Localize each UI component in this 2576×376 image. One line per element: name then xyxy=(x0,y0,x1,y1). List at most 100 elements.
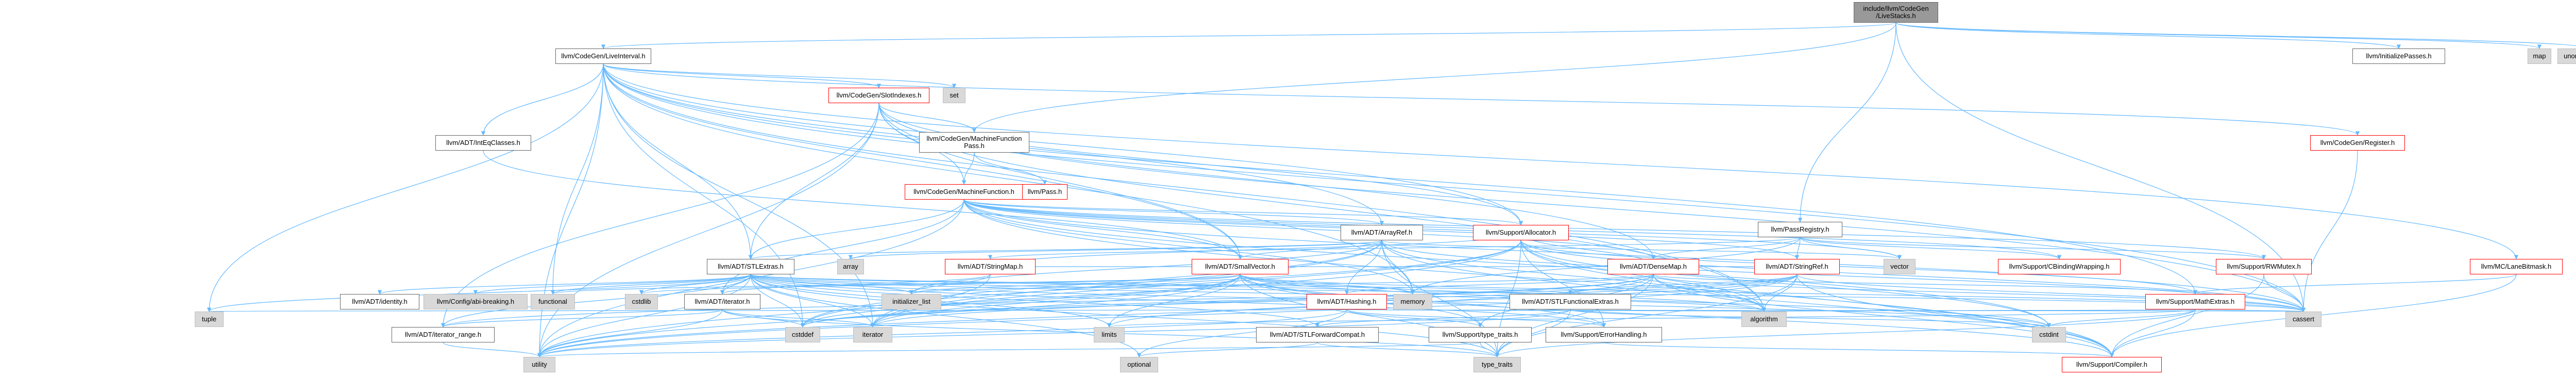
edge-arrayref-to-stlextras xyxy=(749,240,1382,259)
edge-machinefunction-to-allocator xyxy=(963,199,1523,225)
node-cstdlib[interactable]: cstdlib xyxy=(625,294,658,309)
edge-passregistry-to-vector xyxy=(1800,237,1902,259)
node-set[interactable]: set xyxy=(943,88,965,103)
edge-smallvector-to-utility xyxy=(537,274,1241,357)
node-root-livestacks[interactable]: include/llvm/CodeGen /LiveStacks.h xyxy=(1854,2,1938,23)
edge-root-to-map xyxy=(1895,22,2541,49)
node-memory[interactable]: memory xyxy=(1393,294,1432,309)
edge-rwmutex-to-cassert xyxy=(2263,274,2306,312)
node-vector[interactable]: vector xyxy=(1884,259,1916,274)
node-densemap[interactable]: llvm/ADT/DenseMap.h xyxy=(1607,259,1699,274)
edge-mathextras-to-type_traits xyxy=(1495,309,2196,357)
edge-stlextras-to-stlforwardcompat xyxy=(750,274,1320,328)
edge-passregistry-to-memory xyxy=(1410,237,1801,295)
edge-stringref-to-iterator_range xyxy=(441,274,1798,328)
edge-intequivclasses-to-smallvector xyxy=(483,150,1243,259)
edge-stlfunctionalextras-to-stlforwardcompat xyxy=(1315,309,1571,328)
edge-hashing-to-errorhandling xyxy=(1346,309,1606,328)
node-limits[interactable]: limits xyxy=(1094,327,1125,342)
node-support-type-traits[interactable]: llvm/Support/type_traits.h xyxy=(1429,327,1532,342)
node-unordered-map[interactable]: unordered_map xyxy=(2557,48,2576,64)
edge-liveinterval-to-cassert xyxy=(603,63,2306,312)
edge-arrayref-to-smallvector xyxy=(1238,240,1382,259)
edge-machinefunction-to-arrayref xyxy=(963,199,1384,225)
node-register[interactable]: llvm/CodeGen/Register.h xyxy=(2310,135,2405,151)
node-smallvector[interactable]: llvm/ADT/SmallVector.h xyxy=(1192,259,1289,274)
node-stringmap[interactable]: llvm/ADT/StringMap.h xyxy=(945,259,1036,274)
edge-typetraits_support-to-type_traits xyxy=(1480,342,1500,357)
node-algorithm[interactable]: algorithm xyxy=(1741,312,1787,327)
edge-iterator_range-to-utility xyxy=(443,342,542,357)
node-abi-breaking[interactable]: llvm/Config/abi-breaking.h xyxy=(423,294,528,309)
edge-passregistry-to-cbinding xyxy=(1800,237,2062,259)
node-arrayref[interactable]: llvm/ADT/ArrayRef.h xyxy=(1341,225,1423,240)
edge-hashing-to-algorithm xyxy=(1346,307,1765,312)
node-stlfunctionalextras[interactable]: llvm/ADT/STLFunctionalExtras.h xyxy=(1510,294,1631,309)
edge-arrayref-to-algorithm xyxy=(1381,240,1767,312)
node-map[interactable]: map xyxy=(2528,48,2551,64)
node-stlextras[interactable]: llvm/ADT/STLExtras.h xyxy=(707,259,794,274)
edge-slotindexes-to-stlextras xyxy=(748,103,879,259)
edge-root-to-unordered_map xyxy=(1895,22,2576,46)
edge-allocator-to-cassert xyxy=(1520,240,2306,312)
node-rwmutex[interactable]: llvm/Support/RWMutex.h xyxy=(2216,259,2312,274)
edge-arrayref-to-cassert xyxy=(1381,240,2306,312)
node-functional[interactable]: functional xyxy=(531,294,575,309)
node-errorhandling[interactable]: llvm/Support/ErrorHandling.h xyxy=(1546,327,1662,342)
node-pass[interactable]: llvm/Pass.h xyxy=(1022,184,1067,200)
node-machinefunctionpass[interactable]: llvm/CodeGen/MachineFunction Pass.h xyxy=(919,132,1029,153)
node-hashing[interactable]: llvm/ADT/Hashing.h xyxy=(1307,294,1387,309)
node-support-compiler[interactable]: llvm/Support/Compiler.h xyxy=(2062,357,2162,372)
node-cstddef[interactable]: cstddef xyxy=(785,327,820,342)
edge-stringmap-to-iterator_h xyxy=(720,274,991,295)
edge-smallvector-to-functional xyxy=(551,274,1241,295)
edge-stlextras-to-type_traits xyxy=(750,274,1500,357)
node-mathextras[interactable]: llvm/Support/MathExtras.h xyxy=(2145,294,2245,309)
node-liveinterval[interactable]: llvm/CodeGen/LiveInterval.h xyxy=(555,48,651,64)
node-slotindexes[interactable]: llvm/CodeGen/SlotIndexes.h xyxy=(828,88,929,103)
node-cassert[interactable]: cassert xyxy=(2285,312,2321,327)
edge-stlextras-to-iterator_range xyxy=(440,274,751,328)
node-cstdint[interactable]: cstdint xyxy=(2032,327,2066,342)
edge-densemap-to-initializer_list xyxy=(909,274,1654,295)
edge-stlextras-to-algorithm xyxy=(750,274,1766,312)
node-array[interactable]: array xyxy=(837,259,864,274)
edge-smallvector-to-memory xyxy=(1240,274,1415,295)
node-adt-identity[interactable]: llvm/ADT/identity.h xyxy=(340,294,419,309)
node-lanebitmask[interactable]: llvm/MC/LaneBitmask.h xyxy=(2470,259,2563,274)
node-iterator-range[interactable]: llvm/ADT/iterator_range.h xyxy=(392,327,495,342)
edge-stlextras-to-utility xyxy=(537,274,751,357)
edge-register-to-cassert xyxy=(2301,150,2358,312)
edge-allocator-to-mathextras xyxy=(1520,240,2198,295)
node-adt-iterator[interactable]: llvm/ADT/iterator.h xyxy=(684,294,760,309)
node-iterator[interactable]: iterator xyxy=(853,327,892,342)
edge-smallvector-to-cstddef xyxy=(800,274,1241,328)
node-inteqclasses[interactable]: llvm/ADT/IntEqClasses.h xyxy=(435,135,531,151)
edge-liveinterval-to-cstddef xyxy=(603,63,805,328)
edge-slotindexes-to-iterator_range xyxy=(440,103,879,328)
edge-smallvector-to-algorithm xyxy=(1240,274,1766,312)
edge-smallvector-to-limits xyxy=(1107,274,1241,328)
edge-stlfunctionalextras-to-utility xyxy=(537,309,1571,357)
node-type-traits[interactable]: type_traits xyxy=(1473,357,1521,372)
node-stlforwardcompat[interactable]: llvm/ADT/STLForwardCompat.h xyxy=(1256,327,1379,342)
edge-stlextras-to-initializer_list xyxy=(750,274,914,295)
edge-smallvector-to-initializer_list xyxy=(909,274,1241,295)
node-machinefunction[interactable]: llvm/CodeGen/MachineFunction.h xyxy=(905,184,1023,200)
edge-machinefunction-to-iterator_h xyxy=(720,199,964,295)
edge-densemap-to-hashing xyxy=(1345,274,1654,295)
node-initializepasses[interactable]: llvm/InitializePasses.h xyxy=(2352,48,2445,64)
edge-stlforwardcompat-to-optional xyxy=(1137,342,1318,357)
node-optional[interactable]: optional xyxy=(1120,357,1158,372)
node-passregistry[interactable]: llvm/PassRegistry.h xyxy=(1758,222,1842,237)
node-cbindingwrapping[interactable]: llvm/Support/CBindingWrapping.h xyxy=(1998,259,2121,274)
edge-smallvector-to-iterator xyxy=(870,274,1241,328)
node-stringref[interactable]: llvm/ADT/StringRef.h xyxy=(1754,259,1840,274)
node-initializer-list[interactable]: initializer_list xyxy=(882,294,941,309)
edge-passregistry-to-stringref xyxy=(1794,237,1801,259)
edge-rwmutex-to-compiler xyxy=(2109,274,2264,357)
node-allocator[interactable]: llvm/Support/Allocator.h xyxy=(1473,225,1569,240)
node-utility[interactable]: utility xyxy=(523,357,555,372)
edge-stlextras-to-tuple xyxy=(207,274,751,312)
node-tuple[interactable]: tuple xyxy=(195,312,224,327)
